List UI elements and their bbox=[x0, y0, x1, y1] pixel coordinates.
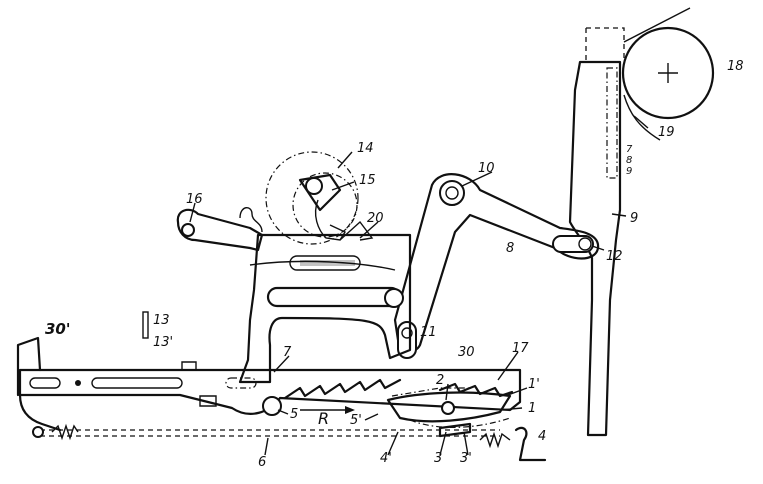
roller-18 bbox=[621, 26, 715, 120]
label-30: 30 bbox=[458, 345, 475, 360]
label-7: 7 bbox=[283, 345, 292, 360]
label-8: 8 bbox=[506, 241, 514, 256]
label-5: 5 bbox=[290, 407, 298, 422]
label-strip-9: 9 bbox=[626, 166, 632, 177]
link-8 bbox=[393, 173, 600, 359]
label-3-prime: 3' bbox=[460, 451, 472, 466]
roller-5 bbox=[262, 396, 282, 416]
label-r: R bbox=[318, 409, 329, 428]
wheel-14 bbox=[265, 151, 374, 245]
label-3: 3 bbox=[434, 451, 442, 466]
reference-labels: 18 19 7 8 9 9 12 10 8 11 14 15 16 20 30'… bbox=[45, 59, 744, 470]
label-strip-8: 8 bbox=[626, 155, 632, 166]
label-6: 6 bbox=[258, 455, 266, 470]
arrow-r bbox=[300, 406, 355, 414]
label-13: 13 bbox=[153, 313, 170, 328]
label-19: 19 bbox=[658, 125, 675, 140]
label-18: 18 bbox=[727, 59, 744, 74]
label-20: 20 bbox=[367, 211, 384, 226]
label-4-prime: 4' bbox=[380, 451, 392, 466]
pin-13 bbox=[142, 311, 149, 339]
label-strip-7: 7 bbox=[626, 144, 633, 155]
label-2: 2 bbox=[436, 373, 444, 388]
main-frame bbox=[238, 233, 412, 384]
vertical-plate-9 bbox=[568, 27, 625, 437]
label-10: 10 bbox=[478, 161, 495, 176]
label-17: 17 bbox=[512, 341, 529, 356]
strip-19 bbox=[623, 7, 691, 141]
label-14: 14 bbox=[357, 141, 374, 156]
label-1: 1 bbox=[528, 401, 536, 416]
label-15: 15 bbox=[359, 173, 376, 188]
label-16: 16 bbox=[186, 192, 203, 207]
leader-lines bbox=[189, 115, 649, 456]
label-11: 11 bbox=[420, 325, 437, 340]
lever-16 bbox=[176, 207, 264, 252]
label-30-prime: 30' bbox=[45, 320, 70, 338]
label-4: 4 bbox=[538, 429, 546, 444]
label-9: 9 bbox=[630, 211, 638, 226]
label-13-prime: 13' bbox=[153, 335, 173, 350]
label-1-prime: 1' bbox=[528, 377, 540, 392]
label-5-prime: 5' bbox=[350, 413, 362, 428]
pawl-1 bbox=[386, 387, 512, 428]
label-12: 12 bbox=[606, 249, 623, 264]
rod-6 bbox=[32, 422, 547, 462]
